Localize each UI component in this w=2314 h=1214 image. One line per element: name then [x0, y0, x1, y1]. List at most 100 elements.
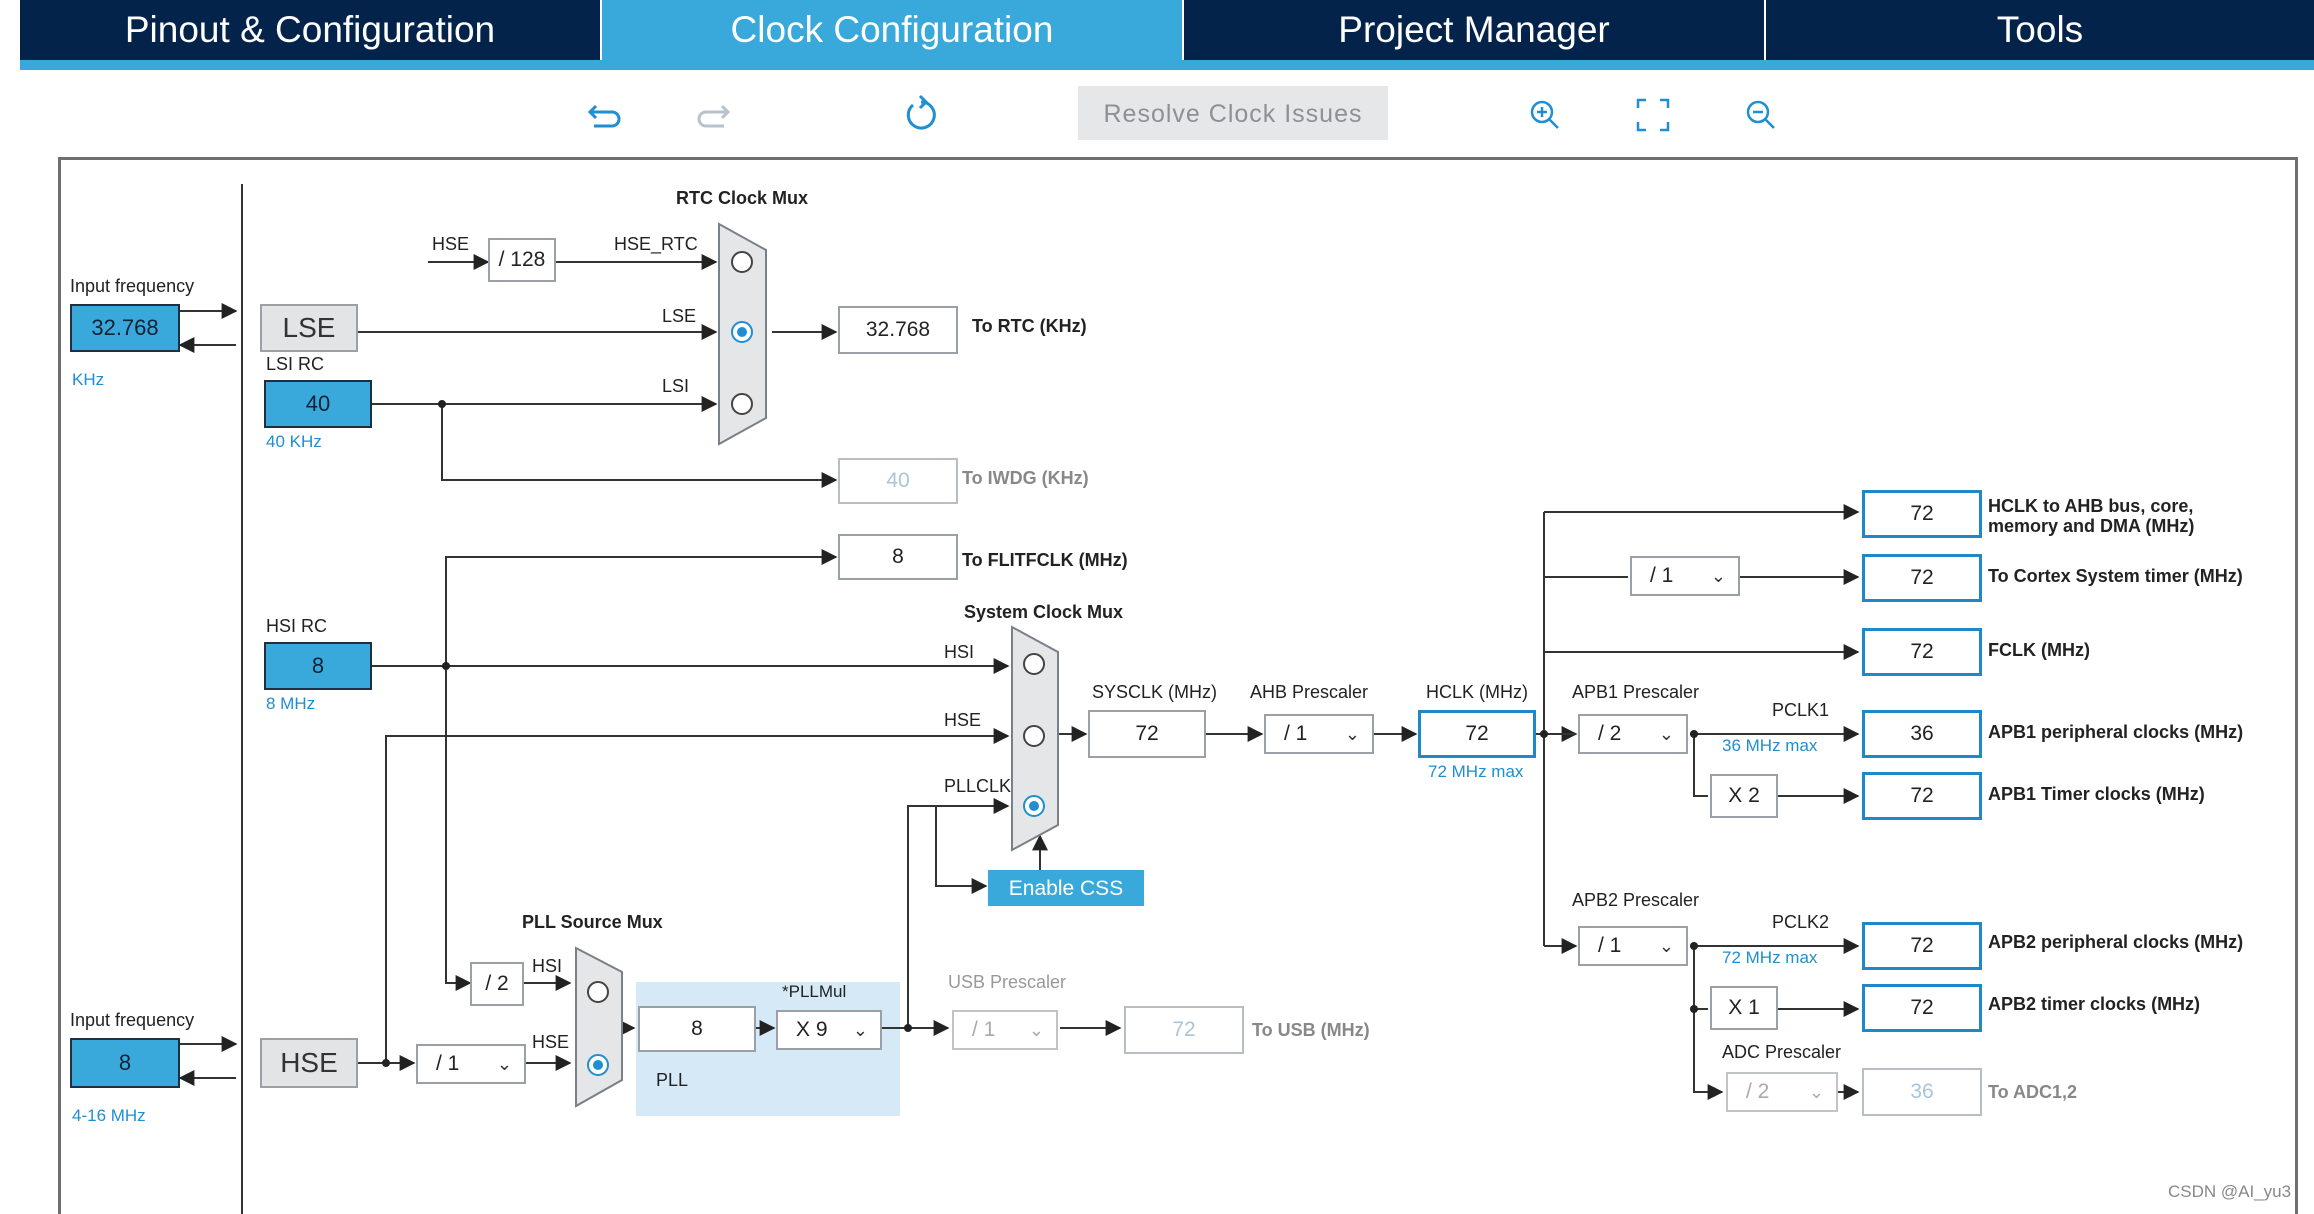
ahb-prescaler-select[interactable]: / 1⌄: [1264, 714, 1374, 754]
zoom-in-icon[interactable]: [1522, 92, 1568, 138]
sys-radio-hse[interactable]: [1023, 725, 1045, 747]
adc-output-label: To ADC1,2: [1988, 1082, 2078, 1102]
rtc-lsi-label: LSI: [662, 376, 690, 396]
chevron-down-icon: ⌄: [1028, 1020, 1044, 1040]
hse-input-label: Input frequency: [70, 1010, 195, 1030]
rtc-mux-title: RTC Clock Mux: [676, 188, 809, 208]
usb-value: 72: [1124, 1006, 1244, 1054]
tab-project-manager[interactable]: Project Manager: [1184, 0, 1766, 60]
iwdg-label: To IWDG (KHz): [962, 468, 1089, 488]
refresh-icon[interactable]: [898, 92, 944, 138]
system-clock-mux-title: System Clock Mux: [964, 602, 1124, 622]
hse-prediv-select[interactable]: / 1⌄: [416, 1044, 526, 1084]
rtc-lse-label: LSE: [662, 306, 697, 326]
pll-hse-label: HSE: [532, 1032, 570, 1052]
apb1-peripheral-label: APB1 peripheral clocks (MHz): [1988, 722, 2244, 742]
lse-input-frequency[interactable]: 32.768: [70, 304, 180, 352]
adc-prescaler-label: ADC Prescaler: [1722, 1042, 1842, 1062]
pll-hsi-divider: / 2: [470, 962, 524, 1006]
pll-input-value: 8: [638, 1006, 756, 1052]
tab-bar: Pinout & Configuration Clock Configurati…: [20, 0, 2314, 70]
hsi-value: 8: [264, 642, 372, 690]
fclk-label: FCLK (MHz): [1988, 640, 2090, 660]
apb1-max-note: 36 MHz max: [1722, 736, 1818, 755]
pclk2-label: PCLK2: [1772, 912, 1830, 932]
chevron-down-icon: ⌄: [852, 1020, 868, 1040]
lse-input-label: Input frequency: [70, 276, 195, 296]
apb2-prescaler-select[interactable]: / 1⌄: [1578, 926, 1688, 966]
rtc-output-value[interactable]: 32.768: [838, 306, 958, 354]
chevron-down-icon: ⌄: [1710, 566, 1726, 586]
resolve-clock-issues-button[interactable]: Resolve Clock Issues: [1078, 86, 1388, 140]
pclk1-label: PCLK1: [1772, 700, 1830, 720]
hclk-value[interactable]: 72: [1418, 710, 1536, 758]
chevron-down-icon: ⌄: [1344, 724, 1360, 744]
chevron-down-icon: ⌄: [1808, 1082, 1824, 1102]
sys-radio-hsi[interactable]: [1023, 653, 1045, 675]
cortex-timer-value[interactable]: 72: [1862, 554, 1982, 602]
fit-screen-icon[interactable]: [1630, 92, 1676, 138]
adc-value: 36: [1862, 1068, 1982, 1116]
rtc-hse-rtc-label: HSE_RTC: [614, 234, 698, 254]
hse-range: 4-16 MHz: [72, 1106, 146, 1125]
redo-icon[interactable]: [690, 92, 736, 138]
pll-mul-label: *PLLMul: [782, 982, 847, 1001]
rtc-radio-hse[interactable]: [731, 251, 753, 273]
lsi-note: 40 KHz: [266, 432, 322, 451]
tab-clock-configuration[interactable]: Clock Configuration: [602, 0, 1184, 60]
apb2-peripheral-value[interactable]: 72: [1862, 922, 1982, 970]
rtc-hse-divider: / 128: [488, 238, 556, 282]
apb1-timer-label: APB1 Timer clocks (MHz): [1988, 784, 2205, 804]
hsi-note: 8 MHz: [266, 694, 316, 713]
hse-block: HSE: [260, 1038, 358, 1088]
enable-css-button[interactable]: Enable CSS: [988, 870, 1144, 906]
hse-input-frequency[interactable]: 8: [70, 1038, 180, 1088]
apb1-timer-value[interactable]: 72: [1862, 772, 1982, 820]
apb2-timer-value[interactable]: 72: [1862, 984, 1982, 1032]
pll-radio-hsi[interactable]: [587, 981, 609, 1003]
chevron-down-icon: ⌄: [1658, 724, 1674, 744]
cortex-timer-label: To Cortex System timer (MHz): [1988, 566, 2243, 586]
usb-prescaler-label: USB Prescaler: [948, 972, 1067, 992]
apb1-peripheral-value[interactable]: 36: [1862, 710, 1982, 758]
tab-tools[interactable]: Tools: [1996, 9, 2084, 50]
lsi-title: LSI RC: [266, 354, 325, 374]
ahb-prescaler-label: AHB Prescaler: [1250, 682, 1369, 702]
rtc-hse-label: HSE: [432, 234, 470, 254]
apb1-timer-multiplier: X 2: [1710, 774, 1778, 818]
chevron-down-icon: ⌄: [496, 1054, 512, 1074]
iwdg-value: 40: [838, 458, 958, 504]
fclk-value[interactable]: 72: [1862, 628, 1982, 676]
lse-block: LSE: [260, 304, 358, 352]
hclk-note: 72 MHz max: [1428, 762, 1524, 781]
adc-prescaler-select[interactable]: / 2⌄: [1726, 1072, 1838, 1112]
apb2-timer-label: APB2 timer clocks (MHz): [1988, 994, 2201, 1014]
sysclk-label: SYSCLK (MHz): [1092, 682, 1218, 702]
hclk-ahb-value[interactable]: 72: [1862, 490, 1982, 538]
hclk-ahb-label: HCLK to AHB bus, core, memory and DMA (M…: [1988, 496, 2195, 536]
sysmux-pllclk-label: PLLCLK: [944, 776, 1012, 796]
usb-prescaler-select[interactable]: / 1⌄: [952, 1010, 1058, 1050]
zoom-out-icon[interactable]: [1738, 92, 1784, 138]
rtc-output-label: To RTC (KHz): [972, 316, 1087, 336]
pll-source-mux-title: PLL Source Mux: [522, 912, 663, 932]
rtc-radio-lsi[interactable]: [731, 393, 753, 415]
lse-unit: KHz: [72, 370, 105, 389]
flitfclk-value: 8: [838, 534, 958, 580]
sysmux-hsi-label: HSI: [944, 642, 975, 662]
cortex-timer-divider-select[interactable]: / 1⌄: [1630, 556, 1740, 596]
apb2-peripheral-label: APB2 peripheral clocks (MHz): [1988, 932, 2244, 952]
tab-pinout-configuration[interactable]: Pinout & Configuration: [20, 0, 602, 60]
usb-output-label: To USB (MHz): [1252, 1020, 1370, 1040]
undo-icon[interactable]: [582, 92, 628, 138]
apb1-prescaler-select[interactable]: / 2⌄: [1578, 714, 1688, 754]
sysclk-value[interactable]: 72: [1088, 710, 1206, 758]
pll-multiplier-select[interactable]: X 9⌄: [776, 1010, 882, 1050]
apb2-timer-multiplier: X 1: [1710, 986, 1778, 1030]
sysmux-hse-label: HSE: [944, 710, 982, 730]
apb2-max-note: 72 MHz max: [1722, 948, 1818, 967]
lsi-value: 40: [264, 380, 372, 428]
hsi-title: HSI RC: [266, 616, 328, 636]
chevron-down-icon: ⌄: [1658, 936, 1674, 956]
